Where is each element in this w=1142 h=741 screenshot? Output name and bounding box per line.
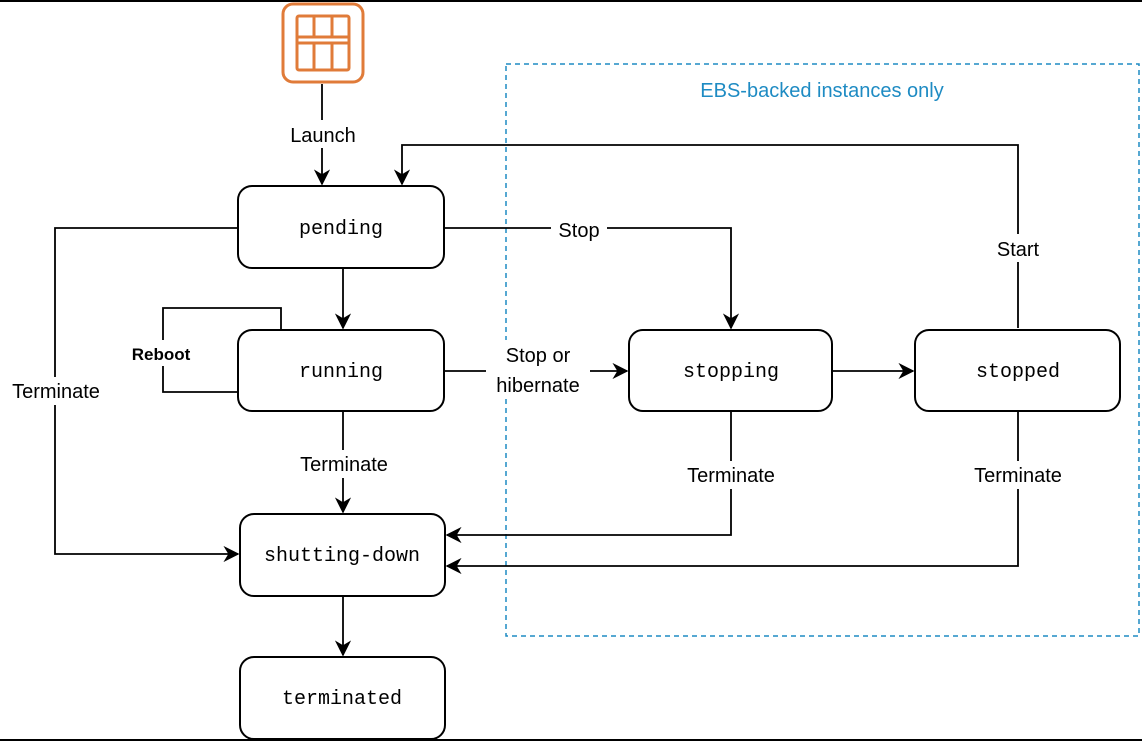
edge-label-stop-or-hibernate-2: hibernate (496, 375, 579, 397)
edge-terminate-stopping (445, 412, 732, 544)
edge-stop (445, 227, 740, 330)
state-running (237, 329, 445, 412)
state-stopped-label: stopped (976, 361, 1060, 384)
edge-start (393, 144, 1019, 328)
edge-reboot (162, 307, 282, 393)
ec2-instance-icon (281, 2, 365, 84)
ebs-region-label: EBS-backed instances only (700, 80, 943, 102)
edge-label-stop-or-hibernate-1: Stop or (506, 345, 571, 367)
state-pending-label: pending (299, 218, 383, 241)
edge-label-start: Start (997, 239, 1040, 261)
edge-label-terminate-stopping: Terminate (687, 465, 775, 487)
state-stopping-label: stopping (683, 361, 779, 384)
edge-label-terminate-stopped: Terminate (974, 465, 1062, 487)
state-shutting-down-label: shutting-down (264, 545, 420, 568)
state-stopping (628, 329, 833, 412)
edge-label-stop: Stop (558, 220, 599, 242)
state-running-label: running (299, 361, 383, 384)
edge-label-terminate-left: Terminate (12, 381, 100, 403)
edge-label-terminate-running: Terminate (300, 454, 388, 476)
state-terminated-label: terminated (282, 688, 402, 711)
state-terminated (239, 656, 446, 740)
edge-label-reboot: Reboot (132, 345, 191, 364)
state-shutting-down (239, 513, 446, 597)
edge-label-launch: Launch (290, 125, 356, 147)
state-stopped (914, 329, 1121, 412)
state-pending (237, 185, 445, 269)
